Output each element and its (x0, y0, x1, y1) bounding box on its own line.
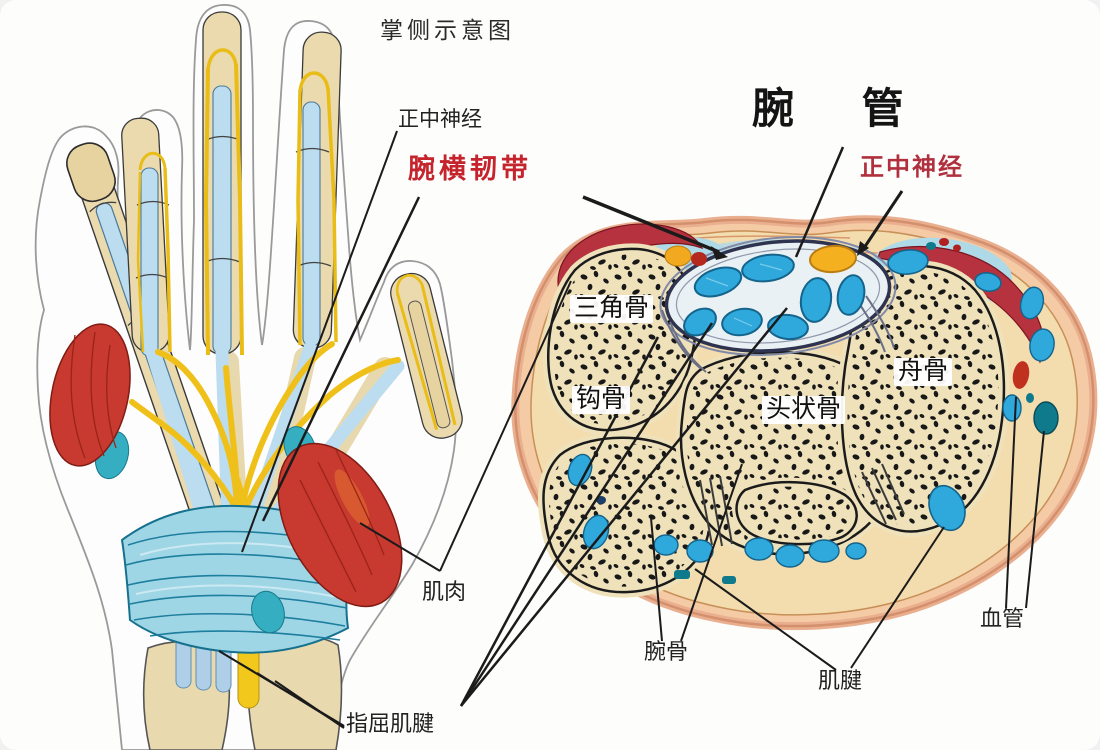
muscle-label: 肌肉 (422, 579, 467, 604)
carpal-bone-label: 腕骨 (644, 639, 689, 664)
cross-section-title: 腕 管 (752, 85, 932, 132)
median-nerve-cross-section (809, 244, 857, 274)
pinky-finger-bones (390, 272, 463, 439)
page-title: 掌侧示意图 (380, 17, 515, 43)
hand-muscles (49, 323, 403, 634)
triquetrum-label: 三角骨 (570, 294, 654, 323)
ligament-arrowhead (711, 246, 728, 260)
hypothenar-muscle (49, 323, 131, 467)
median-nerve-label-cross: 正中神经 (860, 154, 964, 181)
ligament-label: 腕横韧带 (408, 154, 532, 184)
side-tendons (887, 249, 1002, 292)
small-carpal-bone (737, 482, 857, 544)
tendon-label: 肌腱 (818, 668, 863, 693)
scaphoid-label: 舟骨 (894, 357, 953, 386)
median-nerve-label-palm: 正中神经 (398, 108, 482, 131)
artery-red (1012, 361, 1030, 389)
vessel-label: 血管 (980, 606, 1025, 631)
blood-vessels-right (1002, 286, 1059, 435)
tunnel-flexor-tendons (683, 253, 866, 341)
capitate-label: 头状骨 (762, 395, 846, 424)
palm-view-illustration (34, 4, 463, 750)
middle-finger-bones (202, 11, 244, 356)
nerve-arrowhead (857, 241, 869, 256)
tendon-highlights (705, 263, 783, 327)
hamate-label: 钩骨 (572, 385, 631, 414)
median-nerve-junction (228, 478, 250, 512)
flexor-tendon-label: 指屈肌腱 (346, 711, 435, 736)
tunnel-fiber-wrap (661, 295, 895, 373)
carpal-tunnel (659, 236, 897, 373)
small-vessels-top (664, 238, 961, 267)
fibrous-septa (699, 463, 905, 547)
